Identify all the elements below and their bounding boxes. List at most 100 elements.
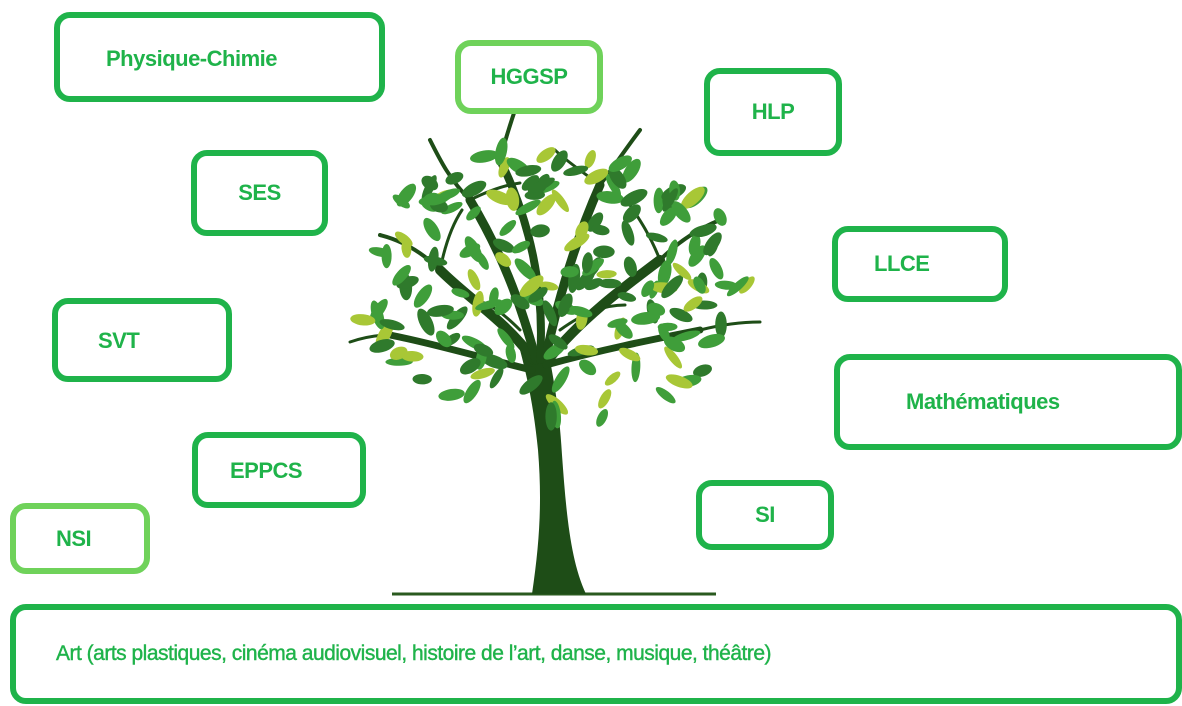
tree-leaf bbox=[621, 220, 635, 246]
tree-leaf bbox=[396, 183, 417, 207]
tree-branch bbox=[435, 265, 539, 365]
tree-leaf bbox=[505, 344, 516, 363]
tree-leaf bbox=[579, 359, 597, 376]
tree-branch bbox=[698, 320, 762, 332]
tree-trunk bbox=[520, 350, 586, 594]
tree-leaf bbox=[563, 165, 589, 176]
tree-leaf bbox=[631, 311, 661, 325]
tree-leaf bbox=[499, 220, 517, 236]
tree-leaf bbox=[622, 158, 641, 183]
tree-leaf bbox=[379, 319, 405, 331]
tree-leaf bbox=[467, 269, 481, 291]
tree-leaf bbox=[350, 314, 376, 326]
tree-branch bbox=[658, 218, 722, 262]
subject-physique-chimie: Physique-Chimie bbox=[54, 12, 385, 102]
tree-leaf bbox=[655, 387, 676, 404]
tree-leaf bbox=[657, 260, 672, 287]
subject-hlp: HLP bbox=[704, 68, 842, 156]
tree-branch bbox=[558, 303, 627, 332]
subject-label: Mathématiques bbox=[906, 389, 1060, 414]
tree-leaf bbox=[607, 318, 628, 328]
subject-label: Art (arts plastiques, cinéma audiovisuel… bbox=[56, 642, 772, 665]
tree-leaf bbox=[584, 278, 603, 291]
tree-leaf bbox=[521, 175, 540, 191]
tree-leaf bbox=[660, 207, 675, 225]
subject-nsi: NSI bbox=[10, 503, 150, 574]
tree-leaf bbox=[605, 173, 622, 198]
tree-leaf bbox=[481, 354, 508, 370]
tree-leaf bbox=[551, 189, 570, 212]
tree-leaf bbox=[598, 278, 622, 289]
tree-leaf bbox=[530, 224, 550, 238]
subject-hggsp: HGGSP bbox=[455, 40, 603, 114]
tree-leaf bbox=[423, 217, 441, 242]
tree-leaf bbox=[519, 375, 543, 395]
tree-leaf bbox=[688, 234, 701, 256]
tree-leaf bbox=[623, 256, 637, 277]
subject-label: SES bbox=[238, 180, 281, 205]
tree-leaf bbox=[536, 147, 556, 163]
subject-llce: LLCE bbox=[832, 226, 1008, 302]
tree-leaf bbox=[545, 402, 557, 431]
tree-leaf bbox=[713, 208, 727, 226]
tree-leaf bbox=[527, 177, 555, 194]
tree-leaf bbox=[445, 172, 464, 185]
tree-leaf bbox=[551, 366, 570, 393]
tree-leaf bbox=[421, 175, 437, 202]
tree-leaf bbox=[461, 180, 487, 198]
tree-leaf bbox=[669, 307, 693, 323]
tree-leaf bbox=[622, 204, 641, 223]
tree-leaf bbox=[575, 221, 589, 240]
tree-leaf bbox=[451, 288, 470, 298]
tree-leaf bbox=[489, 287, 499, 306]
subject-label: SI bbox=[755, 502, 775, 527]
tree-leaf bbox=[417, 308, 435, 336]
tree-leaf bbox=[492, 238, 515, 253]
tree-leaf bbox=[671, 201, 691, 223]
tree-leaf bbox=[715, 311, 727, 338]
subject-eppcs: EPPCS bbox=[192, 432, 366, 508]
tree-leaf bbox=[688, 245, 706, 267]
tree-leaf bbox=[709, 258, 724, 280]
tree-leaf bbox=[574, 344, 599, 356]
tree-branch bbox=[465, 195, 541, 365]
tree-leaf bbox=[703, 232, 722, 256]
tree-leaf bbox=[645, 232, 668, 243]
tree-leaf bbox=[466, 206, 481, 221]
tree-branch bbox=[386, 331, 536, 374]
tree-leaf bbox=[510, 294, 530, 310]
tree-leaf bbox=[683, 296, 703, 312]
tree-leaf bbox=[587, 212, 604, 232]
subject-ses: SES bbox=[191, 150, 328, 236]
tree-leaf bbox=[476, 251, 489, 270]
tree-leaf bbox=[584, 168, 609, 185]
tree-leaf bbox=[551, 150, 568, 172]
subject-label: NSI bbox=[56, 525, 92, 551]
tree-leaf bbox=[663, 336, 686, 353]
tree-leaf bbox=[412, 373, 432, 385]
tree-leaf bbox=[515, 164, 542, 177]
tree-leaf bbox=[557, 293, 573, 317]
tree-leaf bbox=[664, 346, 683, 369]
tree-leaf bbox=[593, 245, 615, 259]
tree-leaf bbox=[596, 191, 624, 204]
tree-leaf bbox=[726, 276, 749, 297]
tree-leaves bbox=[350, 137, 755, 431]
tree-leaf bbox=[661, 275, 684, 299]
tree-leaf bbox=[463, 379, 481, 404]
subject-label: HLP bbox=[751, 99, 795, 124]
tree-leaf bbox=[497, 328, 515, 349]
tree-leaf bbox=[470, 367, 495, 380]
subject-label: Physique-Chimie bbox=[106, 46, 277, 71]
tree-icon bbox=[348, 108, 762, 596]
tree-leaf bbox=[619, 347, 641, 362]
tree-leaf bbox=[698, 333, 725, 349]
tree-leaf bbox=[596, 409, 608, 427]
tree-leaf bbox=[489, 367, 504, 389]
tree-leaf bbox=[505, 187, 520, 211]
tree-leaf bbox=[392, 265, 411, 286]
tree-leaf bbox=[514, 258, 537, 281]
tree-leaf bbox=[470, 150, 499, 163]
subject-label: HGGSP bbox=[490, 64, 568, 89]
